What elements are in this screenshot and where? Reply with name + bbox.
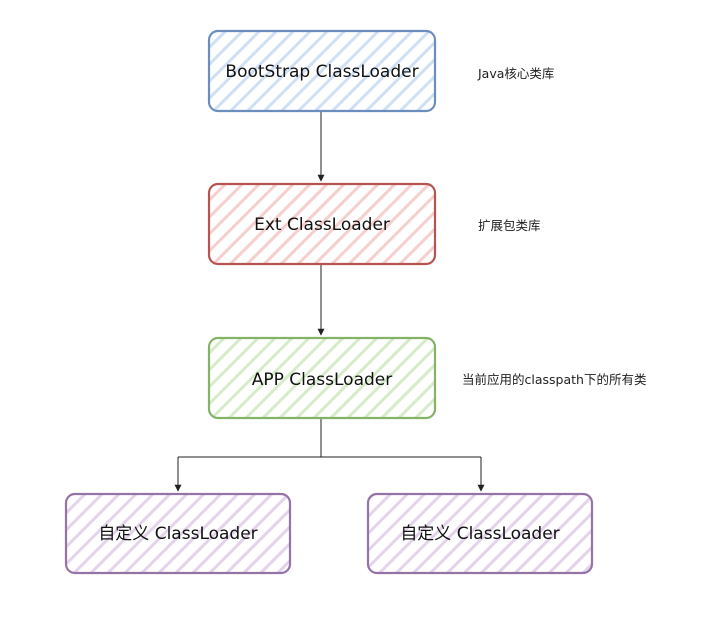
node-custom-left-box xyxy=(64,492,292,575)
node-bootstrap-box xyxy=(207,29,437,113)
node-bootstrap-label: BootStrap ClassLoader xyxy=(225,62,418,82)
node-custom-right-box xyxy=(366,492,594,575)
node-custom-right-label: 自定义 ClassLoader xyxy=(400,524,559,544)
node-custom-left: 自定义 ClassLoader xyxy=(64,492,292,575)
note-bootstrap: Java核心类库 xyxy=(477,66,554,81)
node-custom-right: 自定义 ClassLoader xyxy=(366,492,594,575)
node-app-label: APP ClassLoader xyxy=(252,370,393,390)
node-custom-left-label: 自定义 ClassLoader xyxy=(98,524,257,544)
node-ext: Ext ClassLoader xyxy=(207,182,437,266)
node-ext-label: Ext ClassLoader xyxy=(254,215,390,235)
node-app: APP ClassLoader xyxy=(207,336,437,420)
node-bootstrap: BootStrap ClassLoader xyxy=(207,29,437,113)
node-ext-box xyxy=(207,182,437,266)
note-ext: 扩展包类库 xyxy=(478,218,541,233)
node-app-box xyxy=(207,336,437,420)
edges xyxy=(174,111,485,492)
note-app: 当前应用的classpath下的所有类 xyxy=(462,372,647,387)
